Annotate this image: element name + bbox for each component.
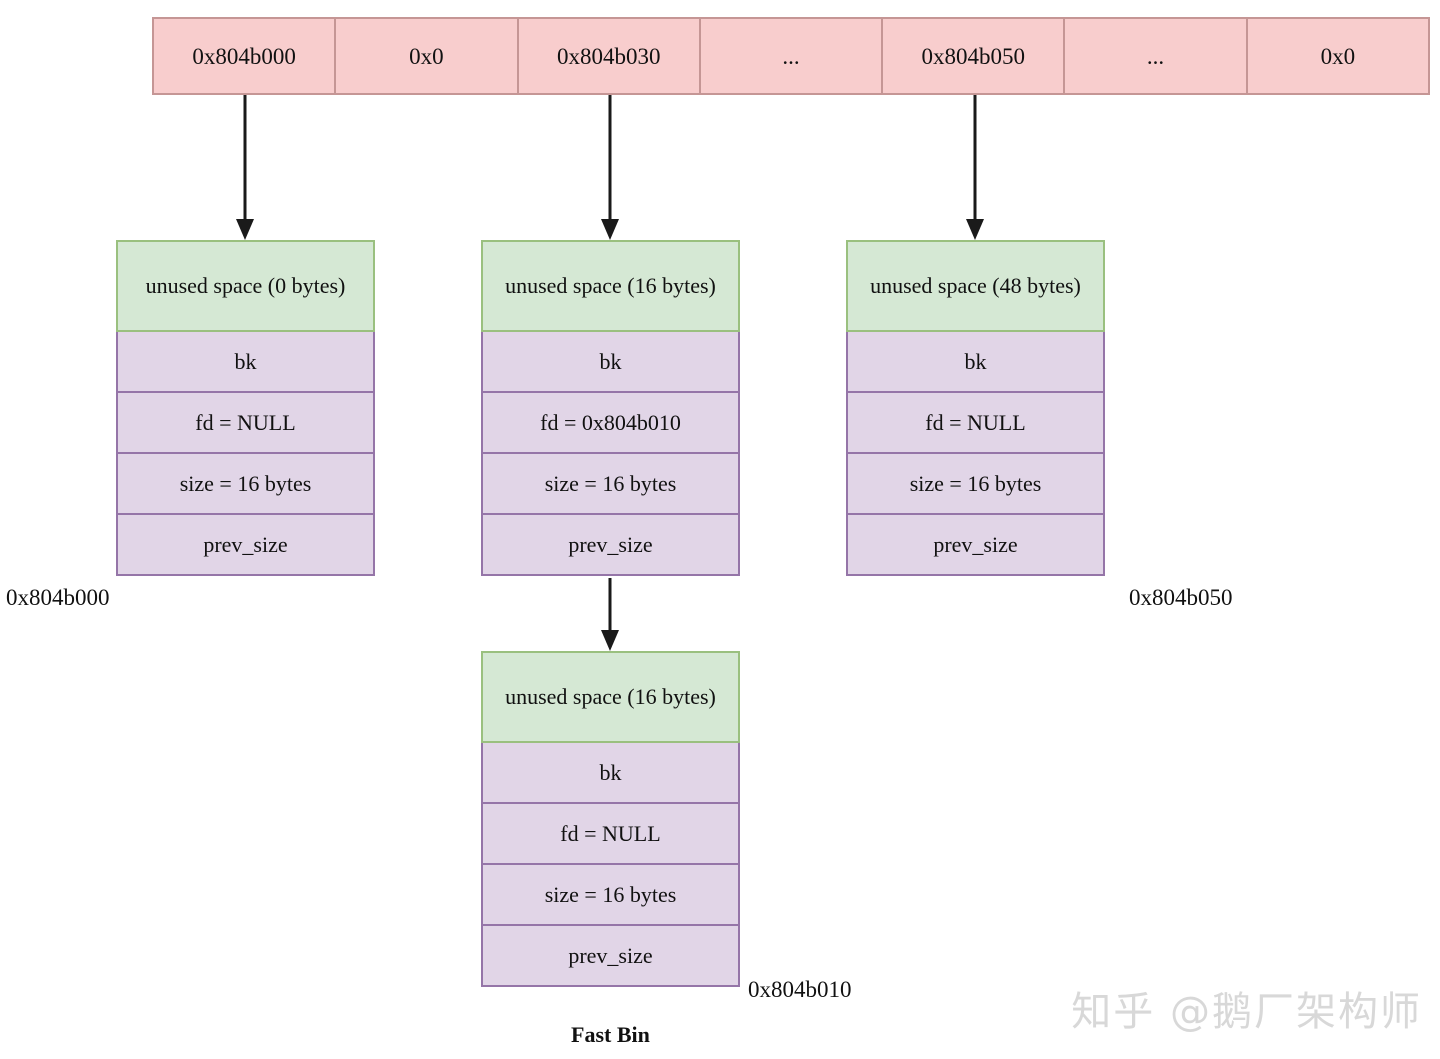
arrow-fastbin2-to-chunk2	[601, 95, 619, 240]
chunk-block-1: unused space (0 bytes) bk fd = NULL size…	[116, 240, 375, 576]
chunk-1-bk: bk	[116, 332, 375, 393]
chunk-4-fd: fd = NULL	[481, 804, 740, 865]
chunk-block-4: unused space (16 bytes) bk fd = NULL siz…	[481, 651, 740, 987]
chunk-3-bk: bk	[846, 332, 1105, 393]
chunk-block-2: unused space (16 bytes) bk fd = 0x804b01…	[481, 240, 740, 576]
chunk-2-prev-size: prev_size	[481, 515, 740, 576]
chunk-2-size: size = 16 bytes	[481, 454, 740, 515]
address-label-chunk3: 0x804b050	[1129, 585, 1233, 610]
fastbin-cell-6: 0x0	[1247, 19, 1428, 93]
chunk-1-size: size = 16 bytes	[116, 454, 375, 515]
chunk-4-bk: bk	[481, 743, 740, 804]
chunk-3-size: size = 16 bytes	[846, 454, 1105, 515]
chunk-4-size: size = 16 bytes	[481, 865, 740, 926]
arrow-fastbin0-to-chunk1	[236, 95, 254, 240]
address-label-chunk1: 0x804b000	[6, 585, 110, 610]
fast-bin-pointer-array: 0x804b000 0x0 0x804b030 ... 0x804b050 ..…	[152, 17, 1430, 95]
fastbin-cell-0: 0x804b000	[154, 19, 337, 93]
chunk-2-fd: fd = 0x804b010	[481, 393, 740, 454]
chunk-1-fd: fd = NULL	[116, 393, 375, 454]
fastbin-cell-5: ...	[1065, 19, 1248, 93]
address-label-chunk4: 0x804b010	[748, 977, 852, 1002]
chunk-4-unused-space: unused space (16 bytes)	[481, 651, 740, 743]
chunk-4-prev-size: prev_size	[481, 926, 740, 987]
chunk-3-fd: fd = NULL	[846, 393, 1105, 454]
watermark: 知乎 @鹅厂架构师	[1071, 989, 1422, 1035]
arrow-fastbin4-to-chunk3	[966, 95, 984, 240]
fastbin-cell-1: 0x0	[336, 19, 519, 93]
chunk-1-prev-size: prev_size	[116, 515, 375, 576]
fastbin-cell-2: 0x804b030	[518, 19, 701, 93]
fastbin-cell-3: ...	[700, 19, 884, 93]
chunk-1-unused-space: unused space (0 bytes)	[116, 240, 375, 332]
diagram-caption: Fast Bin	[571, 1022, 650, 1047]
chunk-2-bk: bk	[481, 332, 740, 393]
fastbin-cell-4: 0x804b050	[883, 19, 1066, 93]
chunk-block-3: unused space (48 bytes) bk fd = NULL siz…	[846, 240, 1105, 576]
arrow-chunk2-to-chunk4	[601, 578, 619, 651]
chunk-3-prev-size: prev_size	[846, 515, 1105, 576]
chunk-3-unused-space: unused space (48 bytes)	[846, 240, 1105, 332]
chunk-2-unused-space: unused space (16 bytes)	[481, 240, 740, 332]
